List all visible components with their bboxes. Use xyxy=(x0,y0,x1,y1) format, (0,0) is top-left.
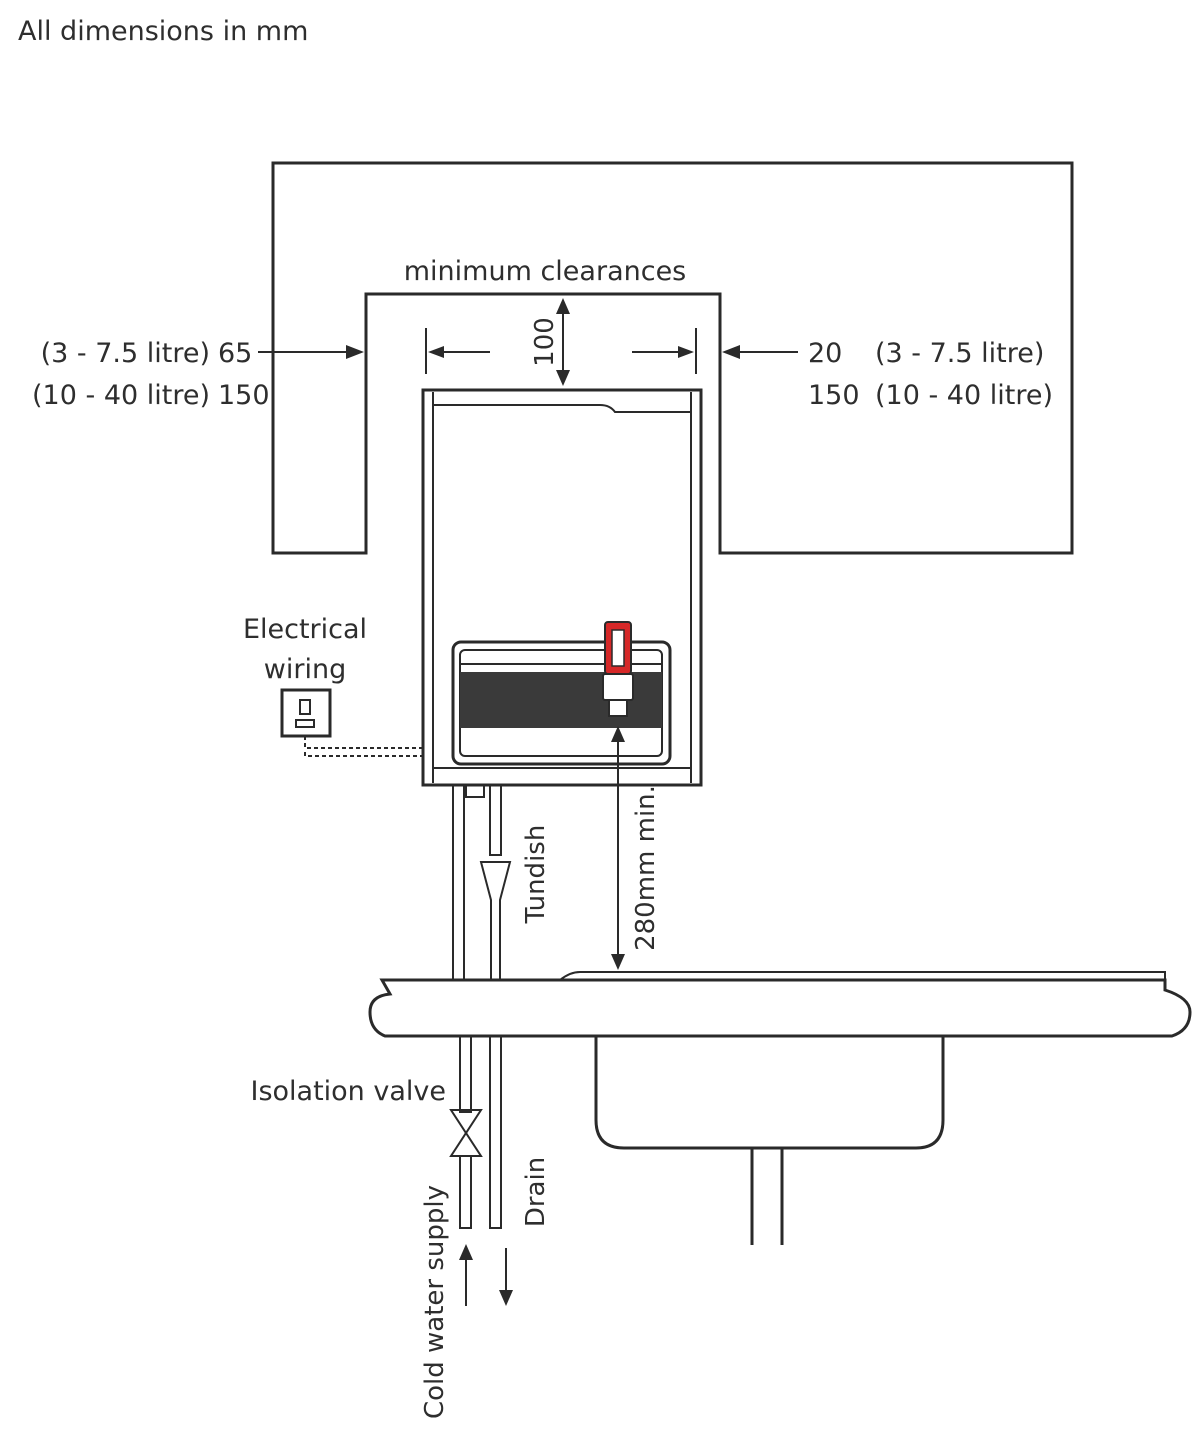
right-value-2: 150 xyxy=(808,380,860,411)
right-side-arrowhead xyxy=(678,346,694,358)
left-value-2: 150 xyxy=(218,380,270,411)
isolation-valve-label: Isolation valve xyxy=(250,1076,446,1107)
sink-bowl xyxy=(594,1036,945,1150)
worktop xyxy=(368,978,1192,1038)
electrical-label-1: Electrical xyxy=(243,614,367,645)
electrical-wiring xyxy=(304,736,422,749)
left-value-1: 65 xyxy=(218,338,252,369)
tap-height-arrowhead-up xyxy=(611,726,625,742)
socket-switch xyxy=(299,699,311,715)
tundish-label: Tundish xyxy=(521,825,551,925)
tundish-funnel xyxy=(479,861,512,981)
clearances-title: minimum clearances xyxy=(404,256,687,287)
left-side-arrowhead xyxy=(428,346,444,358)
cold-supply-pipe-lower xyxy=(459,1035,472,1113)
isolation-valve-bottom xyxy=(449,1131,483,1157)
top-arrowhead-down xyxy=(556,370,570,386)
unit-lid-line xyxy=(433,404,691,413)
right-arrowhead xyxy=(722,345,740,359)
tap-nozzle xyxy=(608,699,628,717)
drain-pipe xyxy=(489,1035,502,1229)
top-arrowhead-up xyxy=(556,298,570,314)
worktop-edge xyxy=(559,971,1166,981)
cold-supply-pipe-upper xyxy=(452,784,465,981)
tap-height-label: 280mm min. xyxy=(631,785,661,951)
cold-supply-pipe-bottom xyxy=(459,1155,472,1229)
cold-supply-arrowhead xyxy=(459,1244,473,1260)
water-heater-unit xyxy=(421,388,703,787)
drain-label: Drain xyxy=(521,1157,551,1227)
right-range-1: (3 - 7.5 litre) xyxy=(875,338,1044,369)
socket-outlet xyxy=(295,719,315,728)
isolation-valve-top xyxy=(449,1109,483,1135)
tap-height-arrowhead-down xyxy=(611,954,625,970)
right-range-2: (10 - 40 litre) xyxy=(875,380,1053,411)
tap-body xyxy=(602,673,634,701)
dimensions-note: All dimensions in mm xyxy=(18,16,308,47)
left-range-1: (3 - 7.5 litre) xyxy=(41,338,210,369)
left-arrowhead xyxy=(346,345,364,359)
pipe-fitting xyxy=(465,784,485,798)
tap-handle-window xyxy=(611,629,625,667)
right-value-1: 20 xyxy=(808,338,842,369)
cold-supply-label: Cold water supply xyxy=(420,1185,450,1419)
electrical-label-2: wiring xyxy=(264,654,346,685)
left-range-2: (10 - 40 litre) xyxy=(32,380,210,411)
top-clearance-value: 100 xyxy=(530,317,560,367)
front-panel xyxy=(451,640,672,766)
wall-cabinet-outline xyxy=(271,161,1074,555)
drain-arrowhead xyxy=(499,1290,513,1306)
overflow-pipe xyxy=(489,784,502,856)
electrical-wiring-2 xyxy=(304,752,422,757)
